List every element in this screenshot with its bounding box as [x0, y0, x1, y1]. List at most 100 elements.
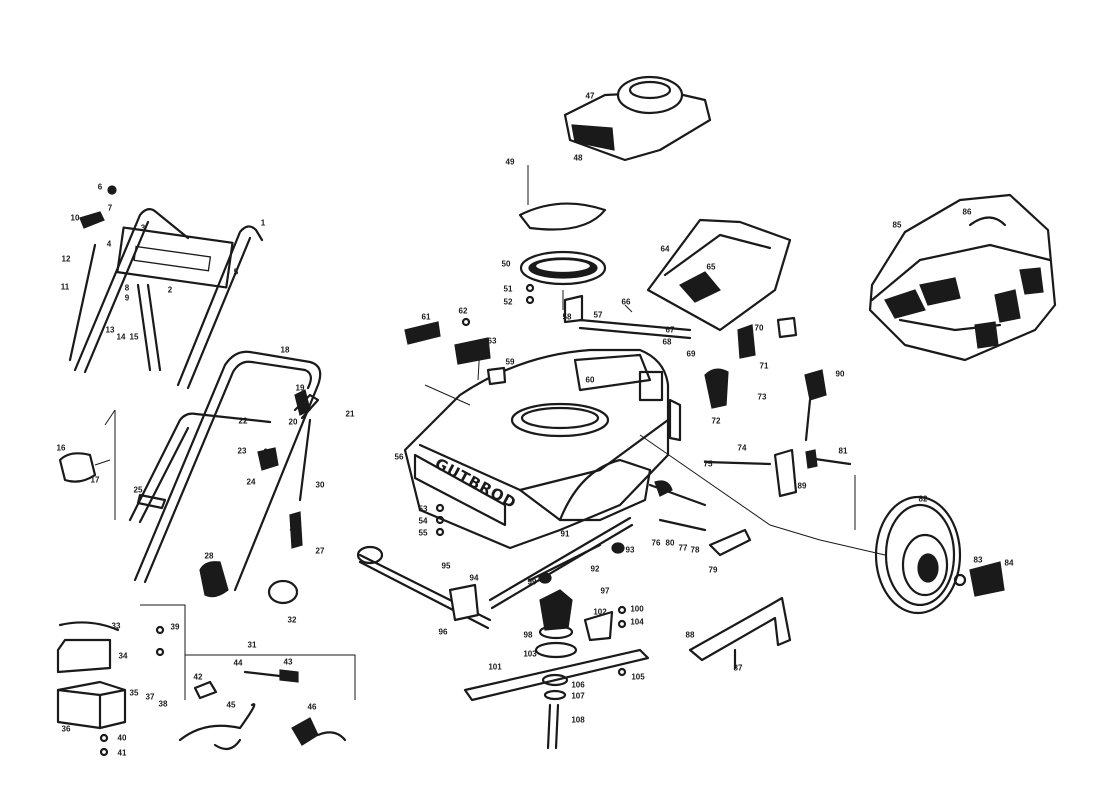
- part-label-24: 24: [246, 477, 256, 487]
- part-label-9: 9: [124, 293, 130, 303]
- part-label-104: 104: [630, 617, 644, 627]
- part-label-10: 10: [70, 213, 80, 223]
- part-label-52: 52: [503, 297, 513, 307]
- part-label-76: 76: [651, 538, 661, 548]
- part-label-54: 54: [418, 516, 428, 526]
- part-label-106: 106: [571, 680, 585, 690]
- part-label-2: 2: [167, 285, 173, 295]
- part-label-51: 51: [503, 284, 513, 294]
- part-label-78: 78: [690, 545, 700, 555]
- grass-catcher: [868, 193, 1057, 362]
- part-label-73: 73: [757, 392, 767, 402]
- part-label-7: 7: [107, 203, 113, 213]
- part-label-22: 22: [238, 416, 248, 426]
- part-label-40: 40: [117, 733, 127, 743]
- battery-box-assembly: [56, 604, 356, 757]
- part-label-98: 98: [523, 630, 533, 640]
- part-label-47: 47: [585, 91, 595, 101]
- part-label-3: 3: [140, 223, 146, 233]
- part-label-34: 34: [118, 651, 128, 661]
- part-label-64: 64: [660, 244, 670, 254]
- part-label-1: 1: [260, 218, 266, 228]
- part-label-89: 89: [797, 481, 807, 491]
- part-label-100: 100: [630, 604, 644, 614]
- part-label-70: 70: [754, 323, 764, 333]
- part-label-99: 99: [527, 577, 537, 587]
- part-label-94: 94: [469, 573, 479, 583]
- part-label-41: 41: [117, 748, 127, 758]
- part-label-16: 16: [56, 443, 66, 453]
- part-label-88: 88: [685, 630, 695, 640]
- part-label-59: 59: [505, 357, 515, 367]
- part-label-95: 95: [441, 561, 451, 571]
- part-label-38: 38: [158, 699, 168, 709]
- part-label-32: 32: [287, 615, 297, 625]
- part-label-39: 39: [170, 622, 180, 632]
- part-label-36: 36: [61, 724, 71, 734]
- part-label-12: 12: [61, 254, 71, 264]
- part-label-65: 65: [706, 262, 716, 272]
- part-label-82: 82: [918, 494, 928, 504]
- part-label-56: 56: [394, 452, 404, 462]
- part-label-55: 55: [418, 528, 428, 538]
- part-label-44: 44: [233, 658, 243, 668]
- part-label-96: 96: [438, 627, 448, 637]
- part-label-60: 60: [585, 375, 595, 385]
- part-label-23: 23: [237, 446, 247, 456]
- part-label-101: 101: [488, 662, 502, 672]
- part-label-105: 105: [631, 672, 645, 682]
- part-label-90: 90: [835, 369, 845, 379]
- part-label-79: 79: [708, 565, 718, 575]
- part-label-84: 84: [1004, 558, 1014, 568]
- upper-handle-assembly: [68, 185, 264, 390]
- part-label-80: 80: [665, 538, 675, 548]
- part-label-35: 35: [129, 688, 139, 698]
- part-label-8: 8: [124, 283, 130, 293]
- control-parts: [404, 294, 584, 537]
- part-label-29: 29: [263, 447, 273, 457]
- part-label-67: 67: [665, 325, 675, 335]
- part-label-17: 17: [90, 475, 100, 485]
- part-label-27: 27: [315, 546, 325, 556]
- part-label-85: 85: [892, 220, 902, 230]
- part-label-53: 53: [418, 504, 428, 514]
- part-label-11: 11: [60, 282, 70, 292]
- part-label-86: 86: [962, 207, 972, 217]
- part-label-102: 102: [593, 607, 607, 617]
- part-label-58: 58: [562, 312, 572, 322]
- part-label-19: 19: [295, 383, 305, 393]
- part-label-25: 25: [133, 485, 143, 495]
- part-label-81: 81: [838, 446, 848, 456]
- part-label-77: 77: [678, 543, 688, 553]
- height-adjusters: [639, 369, 856, 557]
- part-label-14: 14: [116, 332, 126, 342]
- part-label-37: 37: [145, 692, 155, 702]
- part-label-69: 69: [686, 349, 696, 359]
- part-label-4: 4: [106, 239, 112, 249]
- part-label-31: 31: [247, 640, 257, 650]
- part-label-107: 107: [571, 691, 585, 701]
- part-label-68: 68: [662, 337, 672, 347]
- part-label-93: 93: [625, 545, 635, 555]
- part-label-20: 20: [288, 417, 298, 427]
- mower-deck: GUTBROD: [403, 344, 682, 550]
- rear-flap: [578, 218, 798, 409]
- part-label-45: 45: [226, 700, 236, 710]
- part-label-49: 49: [505, 157, 515, 167]
- engine-cover: [518, 75, 712, 310]
- part-label-74: 74: [737, 443, 747, 453]
- part-label-62: 62: [458, 306, 468, 316]
- lower-handle-assembly: [58, 350, 322, 605]
- part-label-15: 15: [129, 332, 139, 342]
- part-label-61: 61: [421, 312, 431, 322]
- part-label-43: 43: [283, 657, 293, 667]
- part-label-71: 71: [759, 361, 769, 371]
- part-label-66: 66: [621, 297, 631, 307]
- front-deflector: [688, 596, 792, 670]
- part-label-33: 33: [111, 621, 121, 631]
- part-label-6: 6: [97, 182, 103, 192]
- blade-assembly: [463, 589, 650, 750]
- part-label-21: 21: [345, 409, 355, 419]
